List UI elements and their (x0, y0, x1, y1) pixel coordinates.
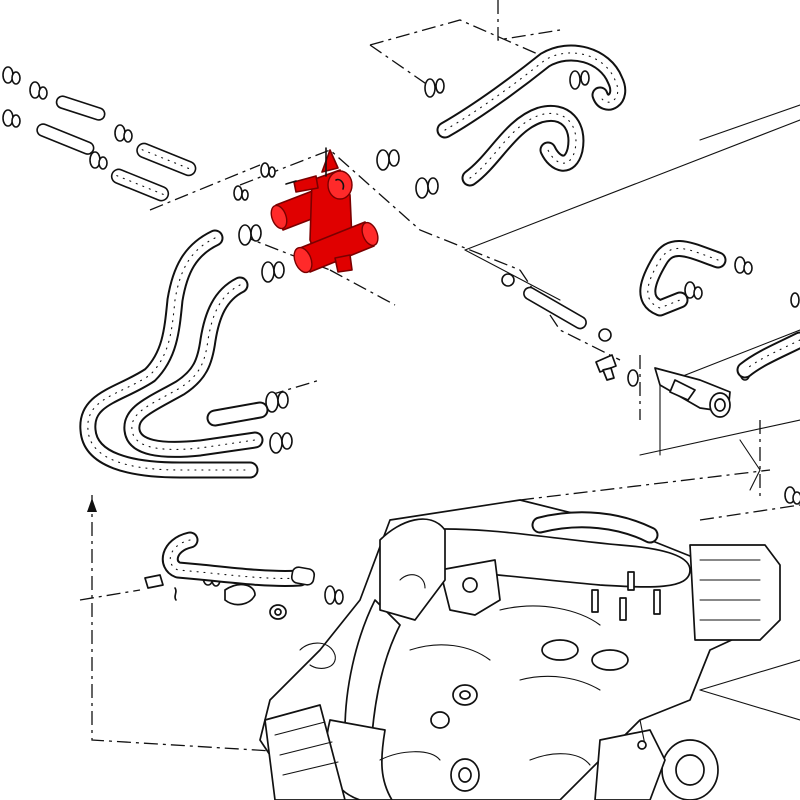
coolant-distribution-fitting[interactable] (268, 147, 381, 275)
engine-top-hose (531, 511, 659, 544)
leader-lines (79, 0, 800, 761)
left-main-hoses (79, 229, 269, 479)
right-pipes (523, 239, 800, 418)
engine-block (259, 499, 781, 800)
tee-fitting (654, 367, 731, 418)
lower-left-hose (144, 531, 551, 742)
up-arrow-icon (87, 498, 97, 512)
temperature-sender (595, 354, 617, 381)
stud-bolts (591, 571, 661, 621)
upper-right-hoses (436, 44, 627, 187)
upper-left-pipes (36, 95, 197, 202)
